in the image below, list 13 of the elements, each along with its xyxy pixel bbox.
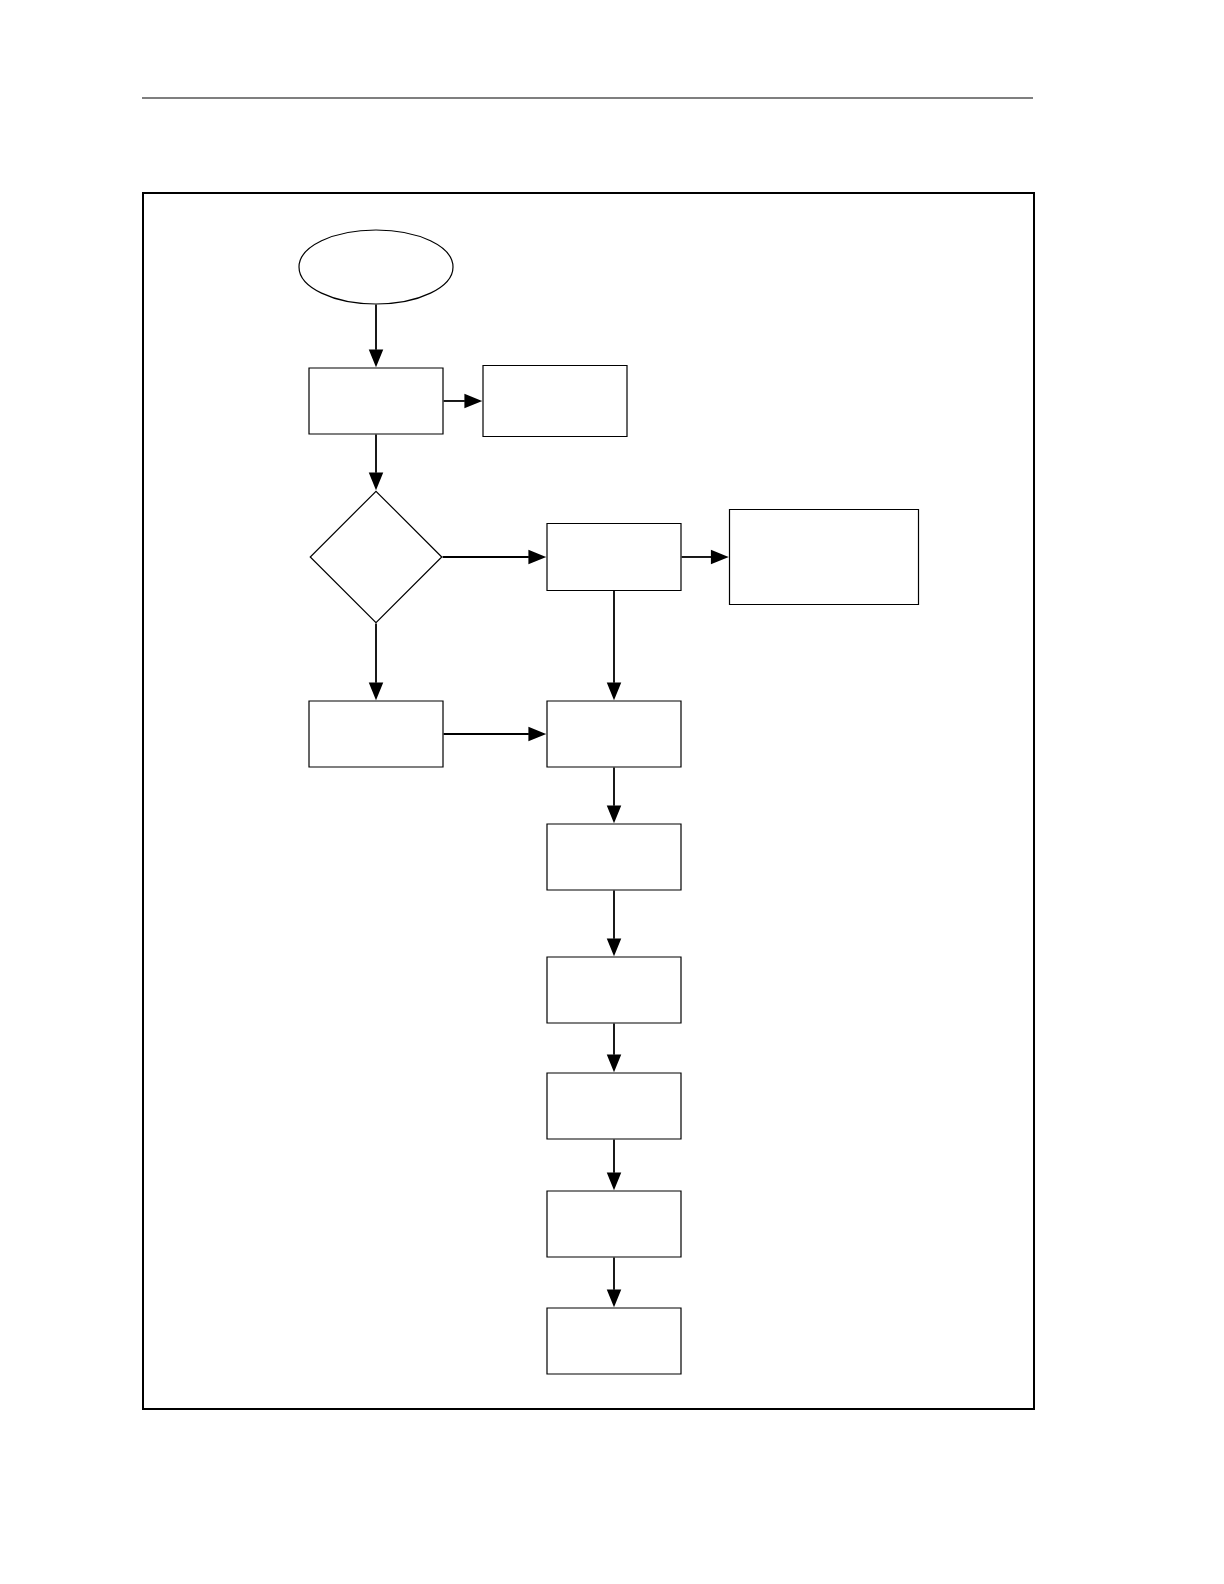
- process-box: [546, 823, 682, 891]
- process-box: [546, 1072, 682, 1140]
- process-box: [546, 1190, 682, 1258]
- process-box: [308, 700, 444, 768]
- process-box: [308, 367, 444, 435]
- process-box: [546, 522, 682, 592]
- process-box: [546, 1307, 682, 1375]
- process-box: [546, 700, 682, 768]
- decision-diamond: [309, 490, 443, 624]
- process-box: [546, 956, 682, 1024]
- ellipse: [298, 229, 454, 305]
- process-box: [728, 508, 920, 606]
- process-box: [482, 364, 628, 438]
